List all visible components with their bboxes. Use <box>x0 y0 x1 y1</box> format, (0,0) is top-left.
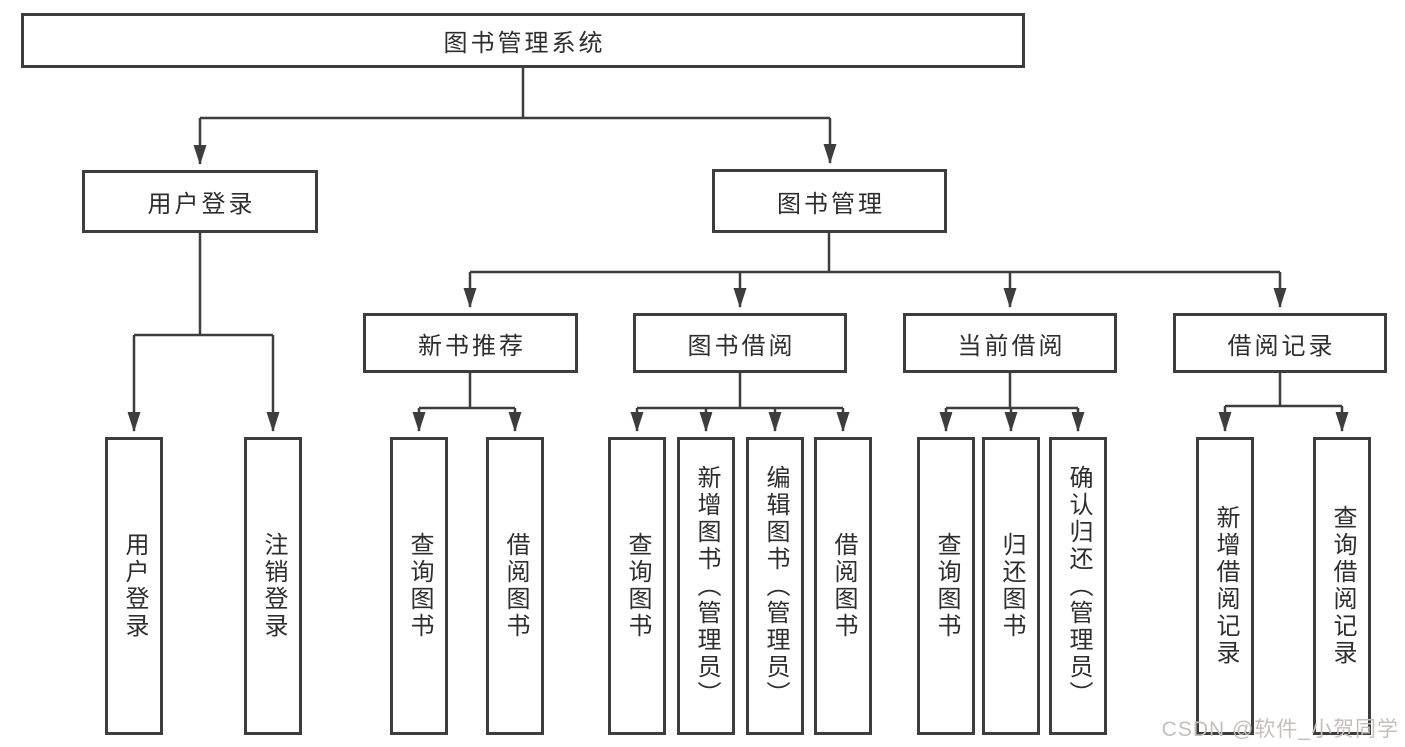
node-leaf-query-borrow-record: 查询借阅记录 <box>1313 437 1371 735</box>
node-new-book-recommendation: 新书推荐 <box>363 313 578 373</box>
node-leaf-query-books-current: 查询图书 <box>917 437 975 735</box>
node-leaf-borrow-books-recommend: 借阅图书 <box>486 437 544 735</box>
node-leaf-borrow-books: 借阅图书 <box>814 437 872 735</box>
node-leaf-query-books-recommend: 查询图书 <box>390 437 448 735</box>
node-user-login: 用户登录 <box>82 170 318 233</box>
node-book-borrowing: 图书借阅 <box>633 313 847 373</box>
node-leaf-query-books-borrowing: 查询图书 <box>608 437 666 735</box>
node-leaf-return-books: 归还图书 <box>982 437 1040 735</box>
node-leaf-add-book-admin: 新增图书（管理员） <box>677 437 735 735</box>
node-leaf-user-login: 用户登录 <box>105 437 163 735</box>
node-leaf-logout: 注销登录 <box>244 437 302 735</box>
node-leaf-add-borrow-record: 新增借阅记录 <box>1196 437 1254 735</box>
node-current-borrowing: 当前借阅 <box>903 313 1117 373</box>
node-library-management-system: 图书管理系统 <box>21 13 1025 68</box>
node-borrowing-records: 借阅记录 <box>1173 313 1387 373</box>
node-leaf-confirm-return-admin: 确认归还（管理员） <box>1049 437 1107 735</box>
node-book-management: 图书管理 <box>712 169 947 233</box>
node-leaf-edit-book-admin: 编辑图书（管理员） <box>746 437 804 735</box>
csdn-watermark: CSDN @软件_小贺同学 <box>1161 718 1399 741</box>
